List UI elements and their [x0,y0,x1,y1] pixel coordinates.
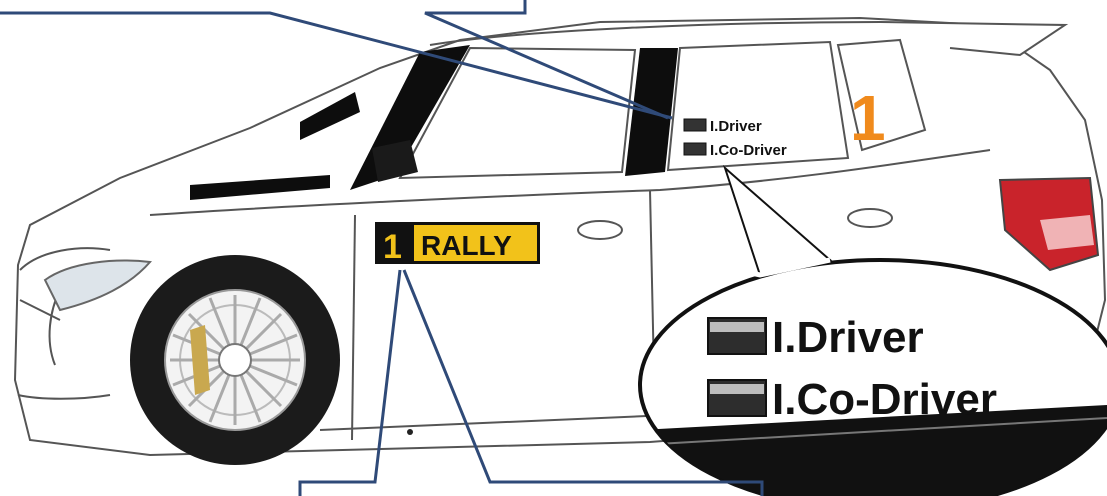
zoom-driver-row: I.Driver [708,313,924,362]
window-co-driver-name: I.Co-Driver [710,142,787,159]
zoom-driver-name: I.Driver [772,313,924,362]
rally-plate-number: 1 [383,228,402,266]
front-wheel [130,255,340,465]
rally-plate-text: RALLY [421,230,512,261]
zoom-co-driver-row: I.Co-Driver [708,375,997,424]
sill-marker [407,429,413,435]
rally-plate: 1 RALLY [375,222,540,266]
co-driver-flag [684,143,706,155]
window-driver-name: I.Driver [710,118,762,135]
zoom-co-driver-name: I.Co-Driver [772,375,997,424]
rear-window-number: 1 [850,82,886,154]
driver-flag [684,119,706,131]
